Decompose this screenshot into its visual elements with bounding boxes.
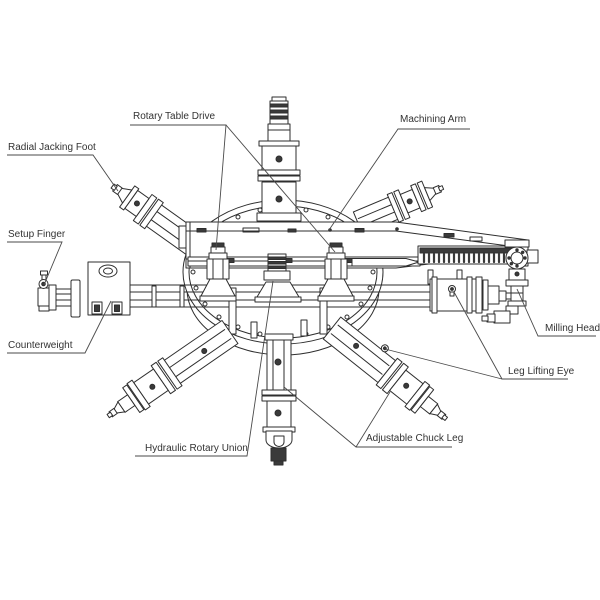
setup-finger-part: [37, 270, 50, 312]
rotary-drive-left: [199, 242, 237, 302]
label-text-radial-jacking-foot: Radial Jacking Foot: [8, 142, 96, 153]
leader-line-machining-arm: [328, 128, 470, 231]
leader-line-hydraulic-rotary-union: [135, 280, 274, 457]
label-hydraulic-rotary-union: Hydraulic Rotary Union: [135, 280, 274, 457]
label-text-machining-arm: Machining Arm: [400, 114, 466, 125]
label-text-milling-head: Milling Head: [545, 323, 600, 334]
label-adjustable-chuck-leg: Adjustable Chuck Leg: [283, 386, 463, 448]
setter-blade: [351, 258, 420, 267]
label-text-rotary-table-drive: Rotary Table Drive: [133, 111, 216, 122]
leg-lifting-eye-bolt-front: [448, 285, 456, 297]
leader-line-adjustable-chuck-leg: [355, 391, 391, 448]
union-knob: [270, 447, 287, 462]
leader-line-setup-finger: [7, 241, 63, 286]
label-machining-arm: Machining Arm: [328, 114, 470, 231]
right-leg: [429, 276, 512, 314]
label-text-adjustable-chuck-leg: Adjustable Chuck Leg: [366, 433, 463, 444]
label-milling-head: Milling Head: [516, 288, 600, 337]
counterweight-assembly: [37, 261, 131, 318]
rotary-drive-right: [317, 242, 355, 302]
leader-line-milling-head: [516, 288, 596, 337]
hydraulic-rotary-union-part: [254, 253, 302, 303]
label-text-setup-finger: Setup Finger: [8, 229, 66, 240]
label-rotary-table-drive: Rotary Table Drive: [130, 111, 336, 253]
label-counterweight: Counterweight: [7, 300, 112, 354]
label-text-leg-lifting-eye: Leg Lifting Eye: [508, 366, 575, 377]
top-column: [256, 96, 302, 222]
label-leg-lifting-eye: Leg Lifting Eye: [384, 291, 575, 380]
bottom-leg: [261, 333, 297, 466]
leg-lifting-eye-bolt-rear: [380, 344, 389, 353]
lower-left-leg: [106, 319, 239, 419]
milling-head-part: [481, 239, 539, 324]
label-radial-jacking-foot: Radial Jacking Foot: [7, 142, 119, 192]
label-text-counterweight: Counterweight: [8, 340, 73, 351]
leader-line-radial-jacking-foot: [7, 154, 119, 192]
leader-line-leg-lifting-eye: [384, 348, 503, 380]
label-text-hydraulic-rotary-union: Hydraulic Rotary Union: [145, 443, 248, 454]
lower-right-leg: [322, 316, 449, 421]
leader-line-counterweight: [7, 300, 112, 354]
label-setup-finger: Setup Finger: [7, 229, 66, 286]
leader-line-rotary-table-drive: [225, 124, 336, 253]
machine-illustration: [37, 96, 539, 466]
